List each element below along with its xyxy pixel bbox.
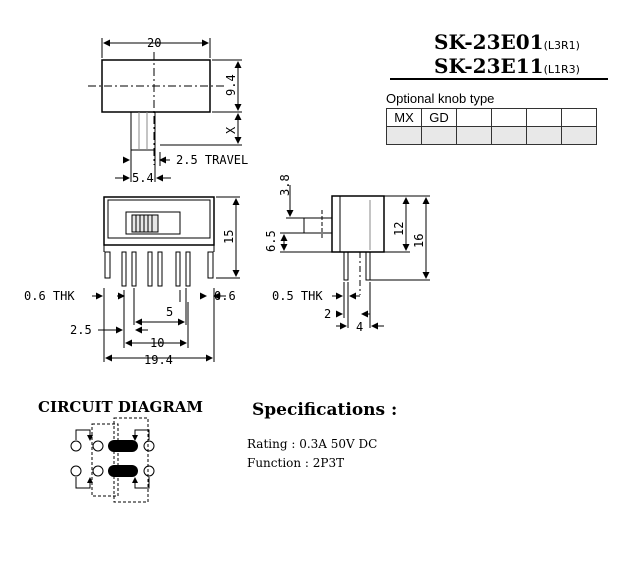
dim-side-thk: 0.5 THK — [272, 289, 323, 303]
dim-top-width: 20 — [147, 36, 161, 50]
front-view-frame — [107, 199, 211, 239]
model-title-1: SK-23E01(L3R1) — [434, 30, 580, 54]
terminal — [143, 465, 155, 477]
model-name-1: SK-23E01 — [434, 30, 544, 54]
switch-position-box — [91, 423, 119, 497]
top-view-body — [101, 59, 211, 113]
terminal — [143, 440, 155, 452]
dim-side-body: 12 — [392, 222, 406, 236]
pin — [185, 251, 191, 287]
knob-cell: MX — [386, 108, 422, 127]
pin — [131, 251, 137, 287]
pin — [121, 251, 127, 287]
dim-thk-right: 0.6 — [214, 289, 236, 303]
dim-side-width: 4 — [356, 320, 363, 334]
model-name-2: SK-23E11 — [434, 54, 544, 78]
dim-span: 10 — [150, 336, 164, 350]
pin — [175, 251, 181, 287]
dim-offset: 2.5 — [70, 323, 92, 337]
knob-cell-blank — [421, 126, 457, 145]
title-underline — [390, 78, 608, 80]
terminal — [70, 465, 82, 477]
knob-cell-blank — [386, 126, 422, 145]
dim-pitch: 5 — [166, 305, 173, 319]
terminal — [70, 440, 82, 452]
dim-travel: 2.5 TRAVEL — [176, 153, 248, 167]
dim-side-pin: 2 — [324, 307, 331, 321]
specs-function: Function : 2P3T — [247, 456, 345, 470]
specs-rating: Rating : 0.3A 50V DC — [247, 437, 378, 451]
knob-cell-blank — [561, 126, 597, 145]
dim-overall: 19.4 — [144, 353, 173, 367]
knob-type-title: Optional knob type — [386, 91, 495, 106]
front-view-slider — [125, 211, 181, 235]
dim-side-knob-h: 6.5 — [264, 230, 278, 252]
knob-cell-blank — [456, 126, 492, 145]
dim-body-height: 15 — [222, 230, 236, 244]
knob-cell-blank — [491, 126, 527, 145]
contact-bar — [108, 465, 138, 477]
circuit-title: CIRCUIT DIAGRAM — [38, 398, 204, 416]
knob-type-table: MX GD — [386, 108, 597, 145]
pin — [207, 251, 214, 279]
terminal — [92, 440, 104, 452]
dim-thk-left: 0.6 THK — [24, 289, 75, 303]
model-title-2: SK-23E11(L1R3) — [434, 54, 580, 78]
front-view-body — [103, 196, 215, 246]
knob-cell-blank — [526, 126, 562, 145]
specs-title: Specifications : — [252, 400, 398, 420]
dim-side-total: 16 — [412, 234, 426, 248]
dim-stem: 5.4 — [132, 171, 154, 185]
side-view-knob — [303, 217, 333, 234]
dim-x: X — [224, 126, 238, 134]
model-suffix-1: (L3R1) — [543, 39, 580, 52]
side-pin — [365, 251, 371, 281]
model-suffix-2: (L1R3) — [543, 63, 580, 76]
switch-position-box — [113, 417, 149, 503]
dim-side-knob: 3.8 — [278, 174, 292, 196]
pin — [104, 251, 111, 279]
circuit-diagram — [70, 417, 155, 503]
dim-top-height: 9.4 — [224, 74, 238, 96]
terminal — [92, 465, 104, 477]
top-view-stem — [130, 111, 156, 151]
pin — [147, 251, 153, 287]
side-pin — [343, 251, 349, 281]
contact-bar — [108, 440, 138, 452]
pin — [157, 251, 163, 287]
